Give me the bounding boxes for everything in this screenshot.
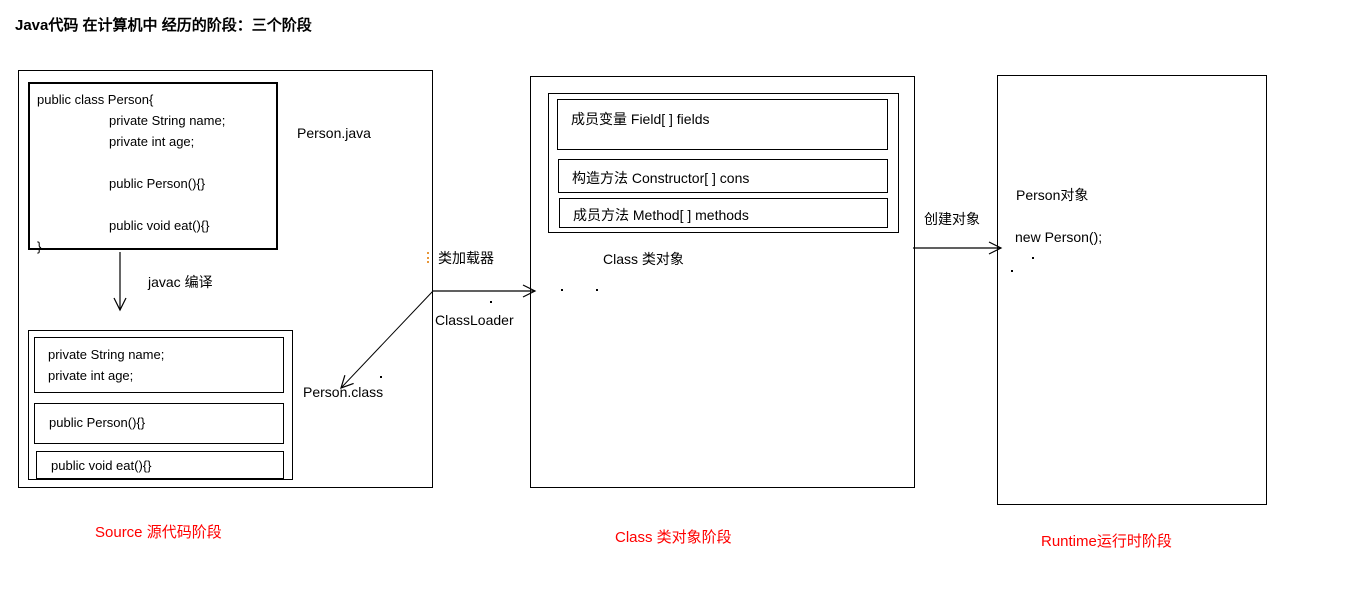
source-code-box: public class Person{ private String name… bbox=[28, 82, 278, 254]
class-file-constructor-box: public Person(){} bbox=[34, 403, 284, 444]
source-stage-caption: Source 源代码阶段 bbox=[95, 524, 222, 541]
constructors-member-box: 构造方法 Constructor[ ] cons bbox=[558, 159, 888, 193]
stray-orange-mark bbox=[427, 252, 429, 263]
class-file-method-box: public void eat(){} bbox=[36, 451, 284, 479]
constructors-member-label: 构造方法 Constructor[ ] cons bbox=[572, 170, 750, 186]
methods-member-label: 成员方法 Method[ ] methods bbox=[573, 207, 749, 223]
stray-dot bbox=[561, 289, 563, 291]
stray-dot bbox=[380, 376, 382, 378]
create-object-label: 创建对象 bbox=[924, 211, 980, 227]
class-loader-cn-label: 类加载器 bbox=[438, 250, 494, 266]
javac-compile-label: javac 编译 bbox=[148, 274, 213, 290]
blank-line bbox=[37, 194, 276, 215]
runtime-stage-box bbox=[997, 75, 1267, 505]
person-object-label: Person对象 bbox=[1016, 187, 1089, 203]
code-line: private String name; bbox=[48, 347, 165, 362]
code-line: public void eat(){} bbox=[109, 218, 210, 233]
stray-dot bbox=[490, 301, 492, 303]
fields-member-label: 成员变量 Field[ ] fields bbox=[571, 111, 710, 127]
code-line: public void eat(){} bbox=[51, 458, 152, 473]
page-title: Java代码 在计算机中 经历的阶段：三个阶段 bbox=[15, 17, 312, 34]
methods-member-box: 成员方法 Method[ ] methods bbox=[559, 198, 888, 228]
class-loader-en-label: ClassLoader bbox=[435, 312, 514, 328]
code-line: } bbox=[37, 239, 42, 254]
code-line: public Person(){} bbox=[49, 415, 146, 430]
code-line: private int age; bbox=[109, 134, 195, 149]
blank-line bbox=[37, 152, 276, 173]
stray-dot bbox=[596, 289, 598, 291]
class-object-label: Class 类对象 bbox=[603, 251, 684, 267]
code-line: private int age; bbox=[48, 368, 134, 383]
stray-dot bbox=[1032, 257, 1034, 259]
runtime-stage-caption: Runtime运行时阶段 bbox=[1041, 533, 1172, 550]
code-line: private String name; bbox=[109, 113, 226, 128]
person-class-label: Person.class bbox=[303, 384, 384, 400]
fields-member-box: 成员变量 Field[ ] fields bbox=[557, 99, 888, 150]
class-file-fields-box: private String name; private int age; bbox=[34, 337, 284, 393]
new-person-code: new Person(); bbox=[1015, 229, 1103, 245]
stray-dot bbox=[1011, 270, 1013, 272]
class-stage-caption: Class 类对象阶段 bbox=[615, 529, 732, 546]
code-line: public class Person{ bbox=[37, 92, 154, 107]
code-line: public Person(){} bbox=[109, 176, 206, 191]
person-java-label: Person.java bbox=[297, 125, 371, 141]
